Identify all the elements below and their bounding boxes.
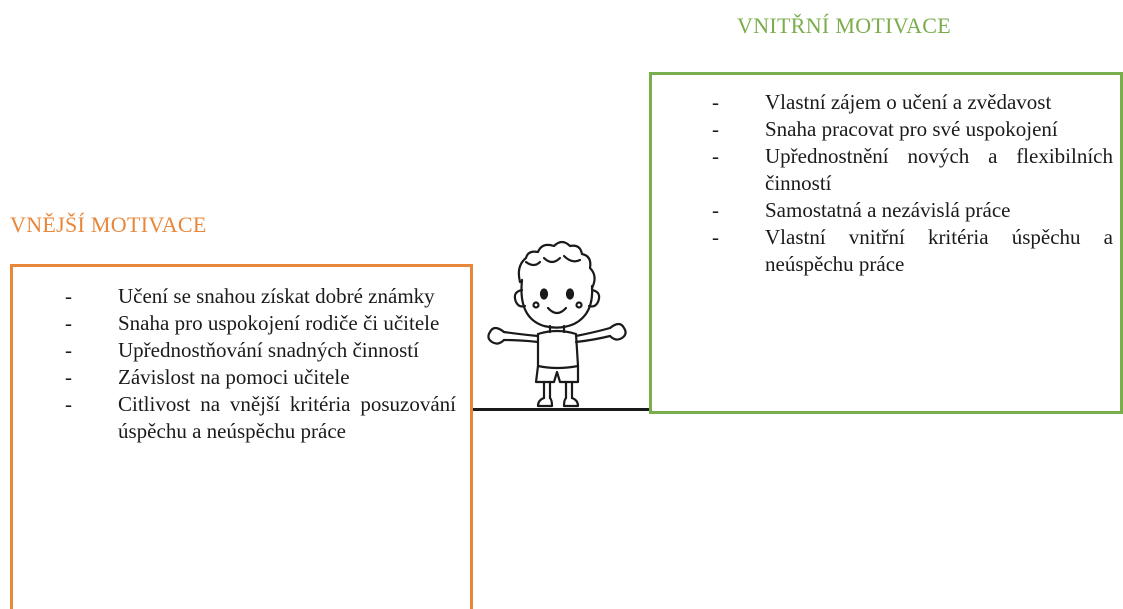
bullet-dash: - [65, 311, 72, 335]
list-item: - Závislost na pomoci učitele [65, 364, 456, 391]
list-item-text: Samostatná a nezávislá práce [765, 198, 1011, 222]
bullet-dash: - [712, 225, 719, 249]
bullet-dash: - [712, 117, 719, 141]
list-item-text: Učení se snahou získat dobré známky [118, 284, 435, 308]
bullet-dash: - [712, 144, 719, 168]
bullet-dash: - [65, 284, 72, 308]
list-item: - Upřednostňování snadných činností [65, 337, 456, 364]
list-item: - Vlastní vnitřní kritéria úspěchu a neús… [712, 224, 1113, 278]
bullet-dash: - [712, 90, 719, 114]
floor-line [473, 408, 649, 411]
extrinsic-motivation-box: - Učení se snahou získat dobré známky - Sn… [10, 264, 473, 609]
list-item-text: Citlivost na vnější kritéria posuzování … [118, 392, 456, 443]
list-item-text: Snaha pracovat pro své uspokojení [765, 117, 1058, 141]
intrinsic-motivation-heading: VNITŘNÍ MOTIVACE [737, 13, 951, 38]
bullet-dash: - [65, 392, 72, 416]
list-item-text: Vlastní zájem o učení a zvědavost [765, 90, 1052, 114]
list-item: - Samostatná a nezávislá práce [712, 197, 1113, 224]
extrinsic-motivation-list: - Učení se snahou získat dobré známky - Sn… [65, 283, 456, 445]
list-item: - Upřednostnění nových a flexibilních čin… [712, 143, 1113, 197]
list-item-text: Upřednostnění nových a flexibilních činn… [765, 144, 1113, 195]
list-item: - Vlastní zájem o učení a zvědavost [712, 89, 1113, 116]
list-item-text: Závislost na pomoci učitele [118, 365, 350, 389]
intrinsic-motivation-list: - Vlastní zájem o učení a zvědavost - Snah… [712, 89, 1113, 278]
bullet-dash: - [712, 198, 719, 222]
child-cartoon-icon [487, 240, 627, 408]
list-item: - Učení se snahou získat dobré známky [65, 283, 456, 310]
list-item-text: Snaha pro uspokojení rodiče či učitele [118, 311, 440, 335]
list-item: - Citlivost na vnější kritéria posuzování… [65, 391, 456, 445]
list-item: - Snaha pro uspokojení rodiče či učitele [65, 310, 456, 337]
list-item: - Snaha pracovat pro své uspokojení [712, 116, 1113, 143]
intrinsic-motivation-box: - Vlastní zájem o učení a zvědavost - Snah… [649, 72, 1123, 414]
bullet-dash: - [65, 338, 72, 362]
bullet-dash: - [65, 365, 72, 389]
list-item-text: Vlastní vnitřní kritéria úspěchu a neúsp… [765, 225, 1113, 276]
list-item-text: Upřednostňování snadných činností [118, 338, 419, 362]
extrinsic-motivation-heading: VNĚJŠÍ MOTIVACE [10, 212, 207, 237]
